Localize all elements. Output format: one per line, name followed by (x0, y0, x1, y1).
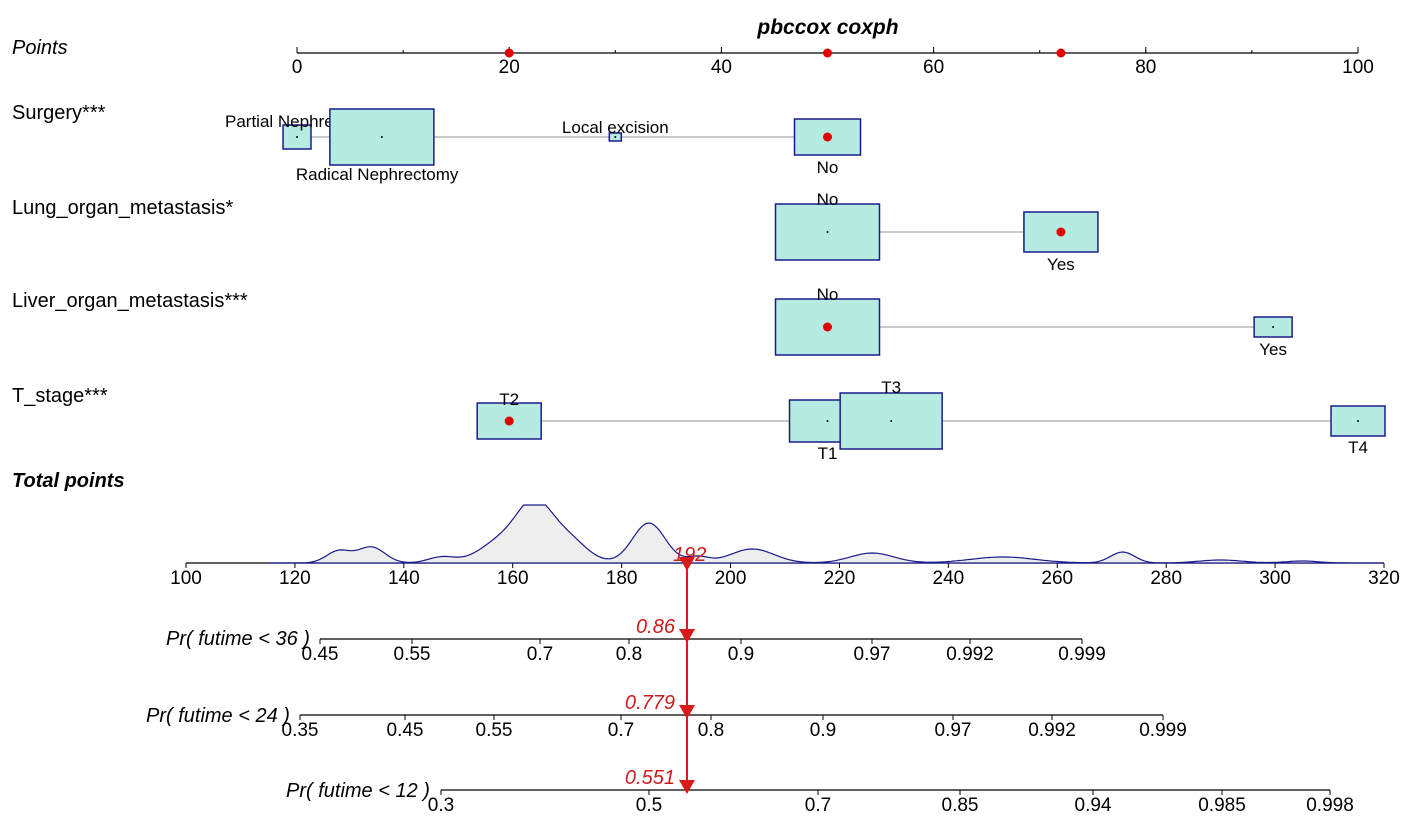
level-center-dot (1357, 420, 1359, 422)
probability-value-label: 0.551 (625, 767, 675, 789)
level-label: Yes (1259, 340, 1287, 359)
total-points-tick-label: 140 (388, 568, 420, 589)
points-axis-tick-label: 60 (923, 57, 944, 78)
probability-tick-label: 0.999 (1058, 644, 1106, 665)
probability-tick-label: 0.97 (854, 644, 891, 665)
level-center-dot (890, 420, 893, 422)
points-axis-marker (1056, 48, 1066, 58)
total-points-tick-label: 200 (715, 568, 747, 589)
selected-level-marker (823, 132, 832, 142)
probability-tick-label: 0.992 (1028, 720, 1076, 741)
total-points-tick-label: 220 (824, 568, 856, 589)
selected-level-marker (1056, 227, 1066, 237)
probability-tick-label: 0.7 (527, 644, 553, 665)
probability-tick-label: 0.9 (810, 720, 836, 741)
variable-label-tstage: T_stage*** (12, 385, 108, 407)
level-label: T4 (1348, 438, 1368, 457)
probability-tick-label: 0.94 (1075, 795, 1112, 816)
chart-title: pbccox coxph (756, 16, 898, 39)
probability-arrowhead (678, 705, 695, 719)
probability-tick-label: 0.85 (942, 795, 979, 816)
probability-tick-label: 0.45 (387, 720, 424, 741)
total-points-tick-label: 100 (170, 568, 202, 589)
points-axis-tick-label: 100 (1342, 57, 1374, 78)
probability-tick-label: 0.8 (616, 644, 642, 665)
total-points-label: Total points (12, 470, 125, 492)
level-label: No (817, 158, 839, 177)
total-points-tick-label: 180 (606, 568, 638, 589)
probability-arrowhead (678, 629, 695, 643)
prediction-arrow-layer: 192 0.86 0.779 0.551 (625, 544, 706, 794)
level-label: No (817, 190, 839, 209)
variable-label-surgery: Surgery*** (12, 102, 106, 124)
total-points-tick-label: 300 (1259, 568, 1291, 589)
level-center-dot (1272, 326, 1275, 328)
points-axis-marker (504, 48, 514, 58)
level-label: Yes (1047, 255, 1075, 274)
probability-tick-label: 0.55 (394, 644, 431, 665)
probability-tick-label: 0.998 (1306, 795, 1354, 816)
variable-label-liver: Liver_organ_metastasis*** (12, 290, 248, 312)
probability-tick-label: 0.992 (946, 644, 994, 665)
level-label: Radical Nephrectomy (296, 165, 459, 184)
probability-arrowhead (678, 780, 695, 794)
prob-label-36: Pr( futime < 36 ) (166, 628, 310, 650)
prob-label-12: Pr( futime < 12 ) (286, 780, 430, 802)
points-axis-tick-label: 80 (1135, 57, 1156, 78)
level-label: T1 (818, 444, 838, 463)
selected-level-marker (504, 416, 514, 426)
probability-tick-label: 0.999 (1139, 720, 1187, 741)
probability-tick-label: 0.45 (302, 644, 339, 665)
points-axis-tick-label: 20 (499, 57, 520, 78)
probability-tick-label: 0.8 (698, 720, 724, 741)
total-points-arrowhead (678, 557, 695, 571)
total-points-tick-label: 160 (497, 568, 529, 589)
total-points-tick-label: 260 (1041, 568, 1073, 589)
level-label: T2 (499, 390, 519, 409)
selected-level-marker (823, 322, 832, 332)
total-points-density (267, 504, 1384, 564)
probability-value-label: 0.779 (625, 692, 675, 714)
level-label: No (817, 285, 839, 304)
total-points-tick-label: 320 (1368, 568, 1400, 589)
probability-value-label: 0.86 (636, 616, 676, 638)
points-axis-label: Points (12, 37, 68, 59)
total-points-value-label: 192 (673, 544, 706, 566)
level-center-dot (296, 136, 298, 138)
prob-label-24: Pr( futime < 24 ) (146, 705, 290, 727)
probability-axis: 0.45 0.55 0.7 0.8 0.9 0.97 0.992 0.999 (302, 638, 1106, 665)
probability-tick-label: 0.5 (636, 795, 662, 816)
probability-tick-label: 0.9 (728, 644, 754, 665)
points-axis-tick-label: 0 (292, 57, 303, 78)
level-center-dot (614, 136, 617, 138)
points-axis-tick-label: 40 (711, 57, 732, 78)
level-center-dot (826, 231, 829, 233)
probability-axis: 0.3 0.5 0.7 0.85 0.94 0.985 0.998 (428, 789, 1354, 816)
probability-axis: 0.35 0.45 0.55 0.7 0.8 0.9 0.97 0.992 0.999 (282, 714, 1187, 741)
total-points-tick-label: 280 (1150, 568, 1182, 589)
probability-tick-label: 0.7 (608, 720, 634, 741)
total-points-tick-label: 120 (279, 568, 311, 589)
probability-tick-label: 0.985 (1198, 795, 1246, 816)
probability-tick-label: 0.55 (476, 720, 513, 741)
variable-label-lung: Lung_organ_metastasis* (12, 197, 233, 219)
total-points-tick-label: 240 (933, 568, 965, 589)
probability-tick-label: 0.35 (282, 720, 319, 741)
level-label: T3 (881, 378, 901, 397)
level-center-dot (380, 136, 383, 138)
density-layer (267, 504, 1384, 564)
probability-tick-label: 0.7 (805, 795, 831, 816)
level-center-dot (826, 420, 829, 422)
points-axis-marker (823, 48, 832, 58)
probability-tick-label: 0.97 (935, 720, 972, 741)
probability-tick-label: 0.3 (428, 795, 454, 816)
level-label: Local excision (562, 118, 669, 137)
